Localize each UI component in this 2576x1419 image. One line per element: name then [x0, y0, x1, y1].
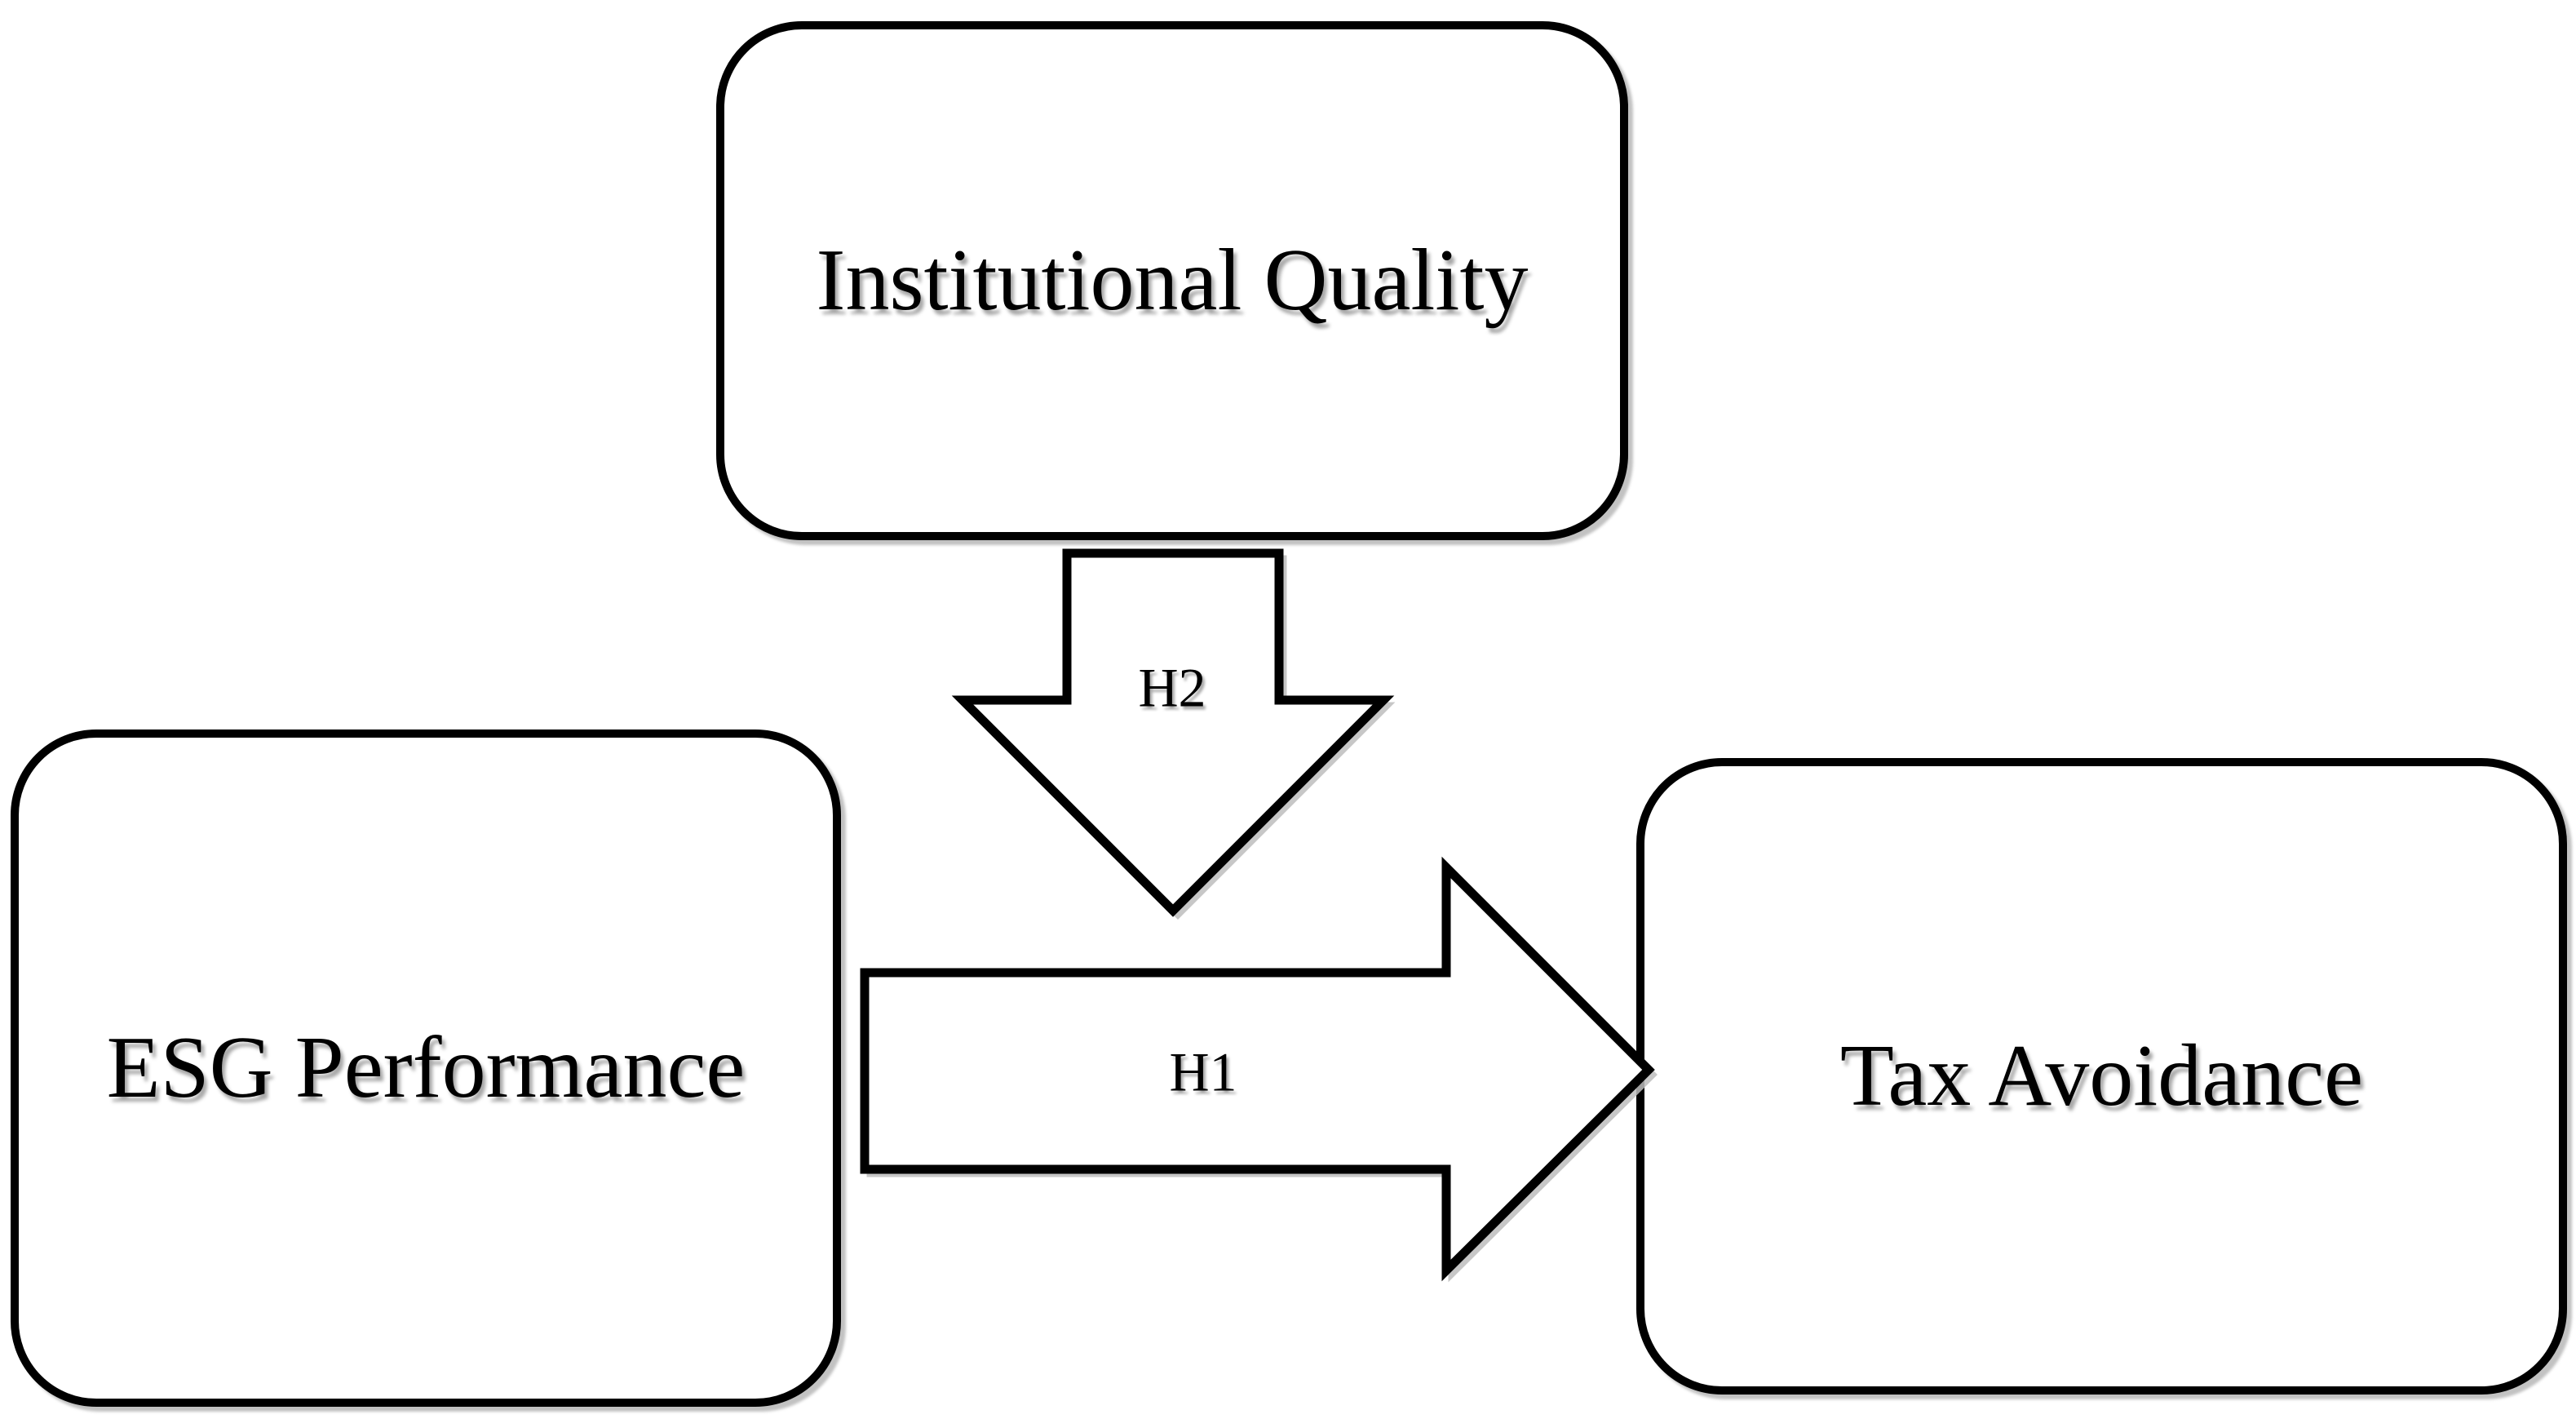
h1-right-arrow-icon [860, 856, 1655, 1282]
institutional-quality-label: Institutional Quality [816, 232, 1529, 329]
tax-avoidance-label: Tax Avoidance [1839, 1027, 2364, 1124]
h2-arrow-shadow-icon [960, 555, 1396, 920]
h2-arrow-label: H2 [1138, 656, 1206, 719]
h2-down-arrow-icon [951, 548, 1395, 917]
esg-performance-box: ESG Performance [11, 729, 841, 1407]
h1-arrow-label: H1 [1169, 1040, 1237, 1103]
tax-avoidance-box: Tax Avoidance [1636, 758, 2567, 1395]
h1-arrow-shadow-icon [866, 865, 1658, 1283]
institutional-quality-box: Institutional Quality [716, 21, 1628, 540]
esg-performance-label: ESG Performance [106, 1019, 746, 1116]
